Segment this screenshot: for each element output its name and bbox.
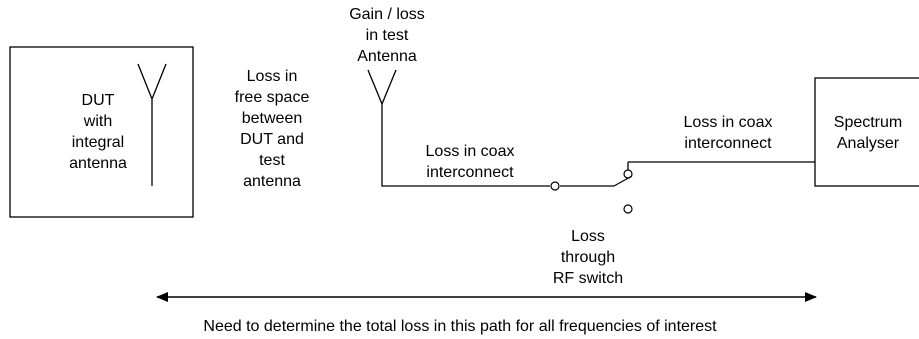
coax-left-line bbox=[381, 104, 550, 187]
dut-antenna-icon bbox=[137, 63, 167, 186]
test-antenna-label: Gain / loss in test Antenna bbox=[349, 6, 425, 65]
dut-label: DUT with integral antenna bbox=[69, 92, 127, 172]
coax-right-label: Loss in coax interconnect bbox=[683, 114, 773, 152]
path-caption: Need to determine the total loss in this… bbox=[203, 318, 717, 335]
coax-left-label: Loss in coax interconnect bbox=[425, 143, 515, 181]
free-space-loss-label: Loss in free space between DUT and test … bbox=[234, 68, 310, 190]
test-antenna-icon bbox=[367, 69, 397, 105]
rf-switch-label: Loss through RF switch bbox=[552, 228, 624, 287]
spectrum-analyser-label: Spectrum Analyser bbox=[833, 114, 903, 152]
rf-switch-icon bbox=[550, 169, 633, 214]
spectrum-analyser-box bbox=[814, 77, 919, 187]
dut-box bbox=[9, 46, 194, 218]
